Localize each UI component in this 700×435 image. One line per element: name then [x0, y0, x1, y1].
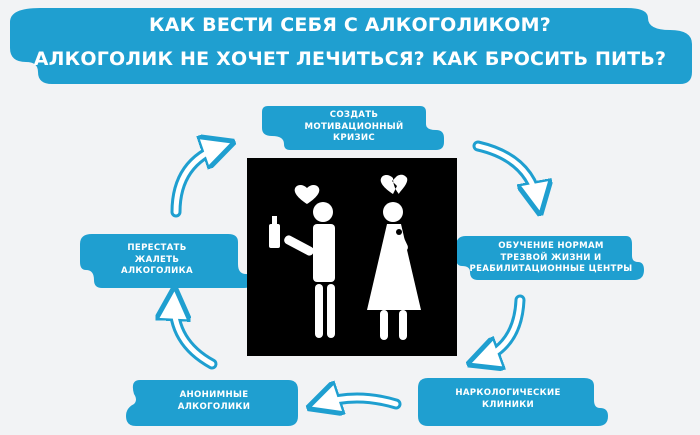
step-left-shape [80, 234, 252, 288]
man-head [313, 202, 333, 222]
step-top-shape [262, 106, 444, 150]
pictogram-panel [247, 158, 457, 356]
step-stop-pity: ПЕРЕСТАТЬ ЖАЛЕТЬ АЛКОГОЛИКА [121, 243, 193, 276]
woman-head [383, 202, 403, 222]
step-narcology-clinics: НАРКОЛОГИЧЕСКИЕ КЛИНИКИ [455, 388, 561, 410]
step-bottom-right-shape [418, 378, 608, 426]
bottle-icon [269, 224, 280, 248]
step-right-shape [456, 236, 644, 280]
woman-broken-heart-icon [380, 174, 408, 194]
header-title-line1: КАК ВЕСТИ СЕБЯ С АЛКОГОЛИКОМ? [149, 14, 551, 36]
woman-dress [367, 224, 421, 310]
header-title-line2: АЛКОГОЛИК НЕ ХОЧЕТ ЛЕЧИТЬСЯ? КАК БРОСИТЬ… [33, 48, 667, 70]
step-sober-life-training: ОБУЧЕНИЕ НОРМАМ ТРЕЗВОЙ ЖИЗНИ И РЕАБИЛИТ… [469, 241, 633, 274]
man-woman-broken-heart-icon [269, 174, 421, 340]
man-torso [313, 224, 335, 282]
step-anonymous-alcoholics: АНОНИМНЫЕ АЛКОГОЛИКИ [177, 390, 251, 412]
header-banner [10, 8, 692, 84]
step-bottom-left-shape [126, 380, 298, 426]
man-heart-icon [294, 185, 320, 204]
step-create-crisis: СОЗДАТЬ МОТИВАЦИОННЫЙ КРИЗИС [304, 110, 404, 143]
